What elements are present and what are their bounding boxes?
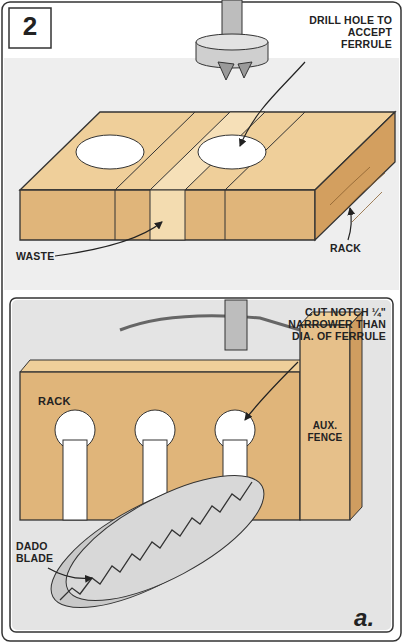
board-end (315, 112, 395, 240)
end-grain (330, 167, 385, 222)
part-name: WASTE (16, 250, 76, 262)
clamp-post (225, 300, 247, 350)
aux-fence (300, 325, 350, 520)
rack-top (20, 360, 310, 372)
detail-frame (10, 298, 393, 632)
drilled-hole (76, 135, 144, 169)
dado-blade (34, 451, 281, 632)
callout-note: DRILL HOLE TO ACCEPT FERRULE (300, 14, 392, 50)
step-box (9, 8, 51, 48)
leader-line (240, 62, 305, 146)
part-name: RACK (330, 242, 380, 254)
saw-table (12, 300, 391, 630)
waste-top (150, 112, 265, 190)
throat-insert (120, 316, 300, 330)
waste-front (150, 190, 185, 240)
fence-end (350, 312, 362, 520)
part-name: DADO BLADE (16, 540, 66, 564)
board-front (20, 190, 315, 240)
table-surface (4, 58, 399, 290)
leader-line (48, 568, 92, 578)
cut-lines (115, 112, 305, 240)
detail-letter: a. (354, 604, 390, 632)
blade-disc (49, 451, 281, 625)
part-name: AUX. FENCE (301, 420, 349, 443)
leader-line (245, 362, 298, 420)
notch (63, 440, 87, 520)
leader-line (55, 222, 162, 256)
callout-note: CUT NOTCH ¼" NARROWER THAN DIA. OF FERRU… (280, 306, 386, 342)
drilled-hole (198, 135, 266, 169)
blade-teeth (60, 482, 252, 600)
leader-line (348, 208, 351, 240)
bit-spurs (218, 62, 252, 80)
part-name: RACK (38, 395, 88, 408)
forstner-top (196, 34, 268, 50)
step-number: 2 (9, 12, 51, 42)
